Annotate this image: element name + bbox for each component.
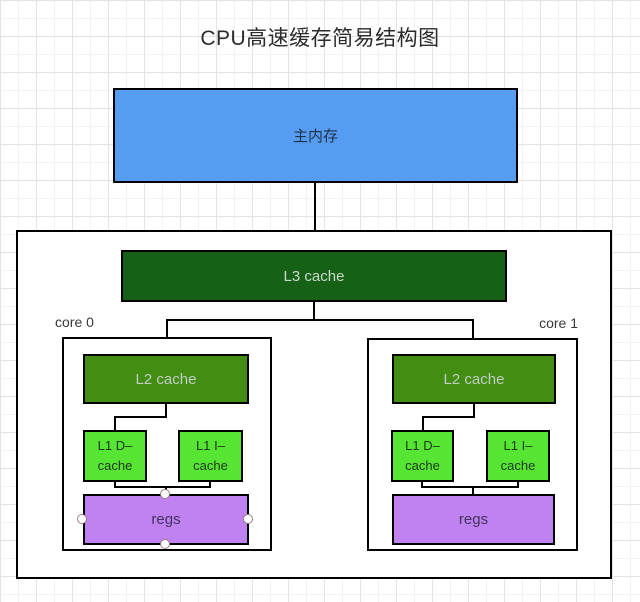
core1-regs-node: regs — [392, 494, 555, 545]
core0-label: core 0 — [55, 314, 94, 330]
connector-mainmem-to-package — [314, 183, 316, 231]
core0-l2-cache-label: L2 cache — [135, 370, 197, 388]
connector-core1-l1i-drop — [517, 482, 519, 488]
l3-cache-label: L3 cache — [283, 267, 345, 285]
core1-l1-dcache-label: L1 D– cache — [405, 437, 440, 473]
connector-core0-l2-stem — [165, 404, 167, 418]
connector-core0-l1d-drop — [114, 482, 116, 488]
core0-l2-cache-node: L2 cache — [83, 354, 249, 404]
connector-core0-l2-to-l1d — [114, 416, 116, 431]
connector-core1-l1d-drop — [421, 482, 423, 488]
core1-l2-cache-label: L2 cache — [443, 370, 505, 388]
core1-l1-icache-node: L1 I– cache — [486, 430, 550, 482]
core1-l2-cache-node: L2 cache — [392, 354, 556, 404]
connector-core1-l2-stem — [473, 403, 475, 418]
connector-l3-branch — [166, 319, 474, 321]
main-memory-label: 主内存 — [292, 128, 338, 145]
core1-label: core 1 — [539, 315, 578, 331]
connection-point-top — [160, 489, 170, 499]
connector-branch-to-core0 — [166, 319, 168, 338]
connector-l3-stem — [313, 302, 315, 321]
core0-l1-dcache-label: L1 D– cache — [97, 437, 133, 473]
core0-regs-label: regs — [151, 511, 181, 528]
connector-core0-l1-bus — [114, 486, 211, 488]
connector-core1-l2-elbow — [422, 416, 475, 418]
connector-branch-to-core1 — [472, 319, 474, 339]
connector-core1-l1-bus — [421, 486, 519, 488]
core1-regs-label: regs — [458, 511, 489, 528]
connection-point-right — [243, 514, 253, 524]
l3-cache-node: L3 cache — [121, 250, 507, 302]
connection-point-bottom — [160, 539, 170, 549]
connector-core1-l2-to-l1d — [422, 416, 424, 431]
connector-core0-l1i-drop — [209, 482, 211, 488]
core1-l1-dcache-node: L1 D– cache — [391, 430, 454, 482]
connector-core1-regs-drop — [472, 486, 474, 495]
core0-l1-icache-node: L1 I– cache — [178, 430, 243, 482]
main-memory-node: 主内存 — [113, 88, 518, 183]
core0-l1-icache-label: L1 I– cache — [193, 437, 228, 473]
core1-l1-icache-label: L1 I– cache — [500, 437, 536, 473]
core0-l1-dcache-node: L1 D– cache — [83, 430, 147, 482]
connector-core0-l2-elbow — [114, 416, 167, 418]
diagram-title: CPU高速缓存简易结构图 — [200, 27, 440, 50]
connection-point-left — [77, 514, 87, 524]
core0-regs-node: regs — [83, 494, 249, 545]
